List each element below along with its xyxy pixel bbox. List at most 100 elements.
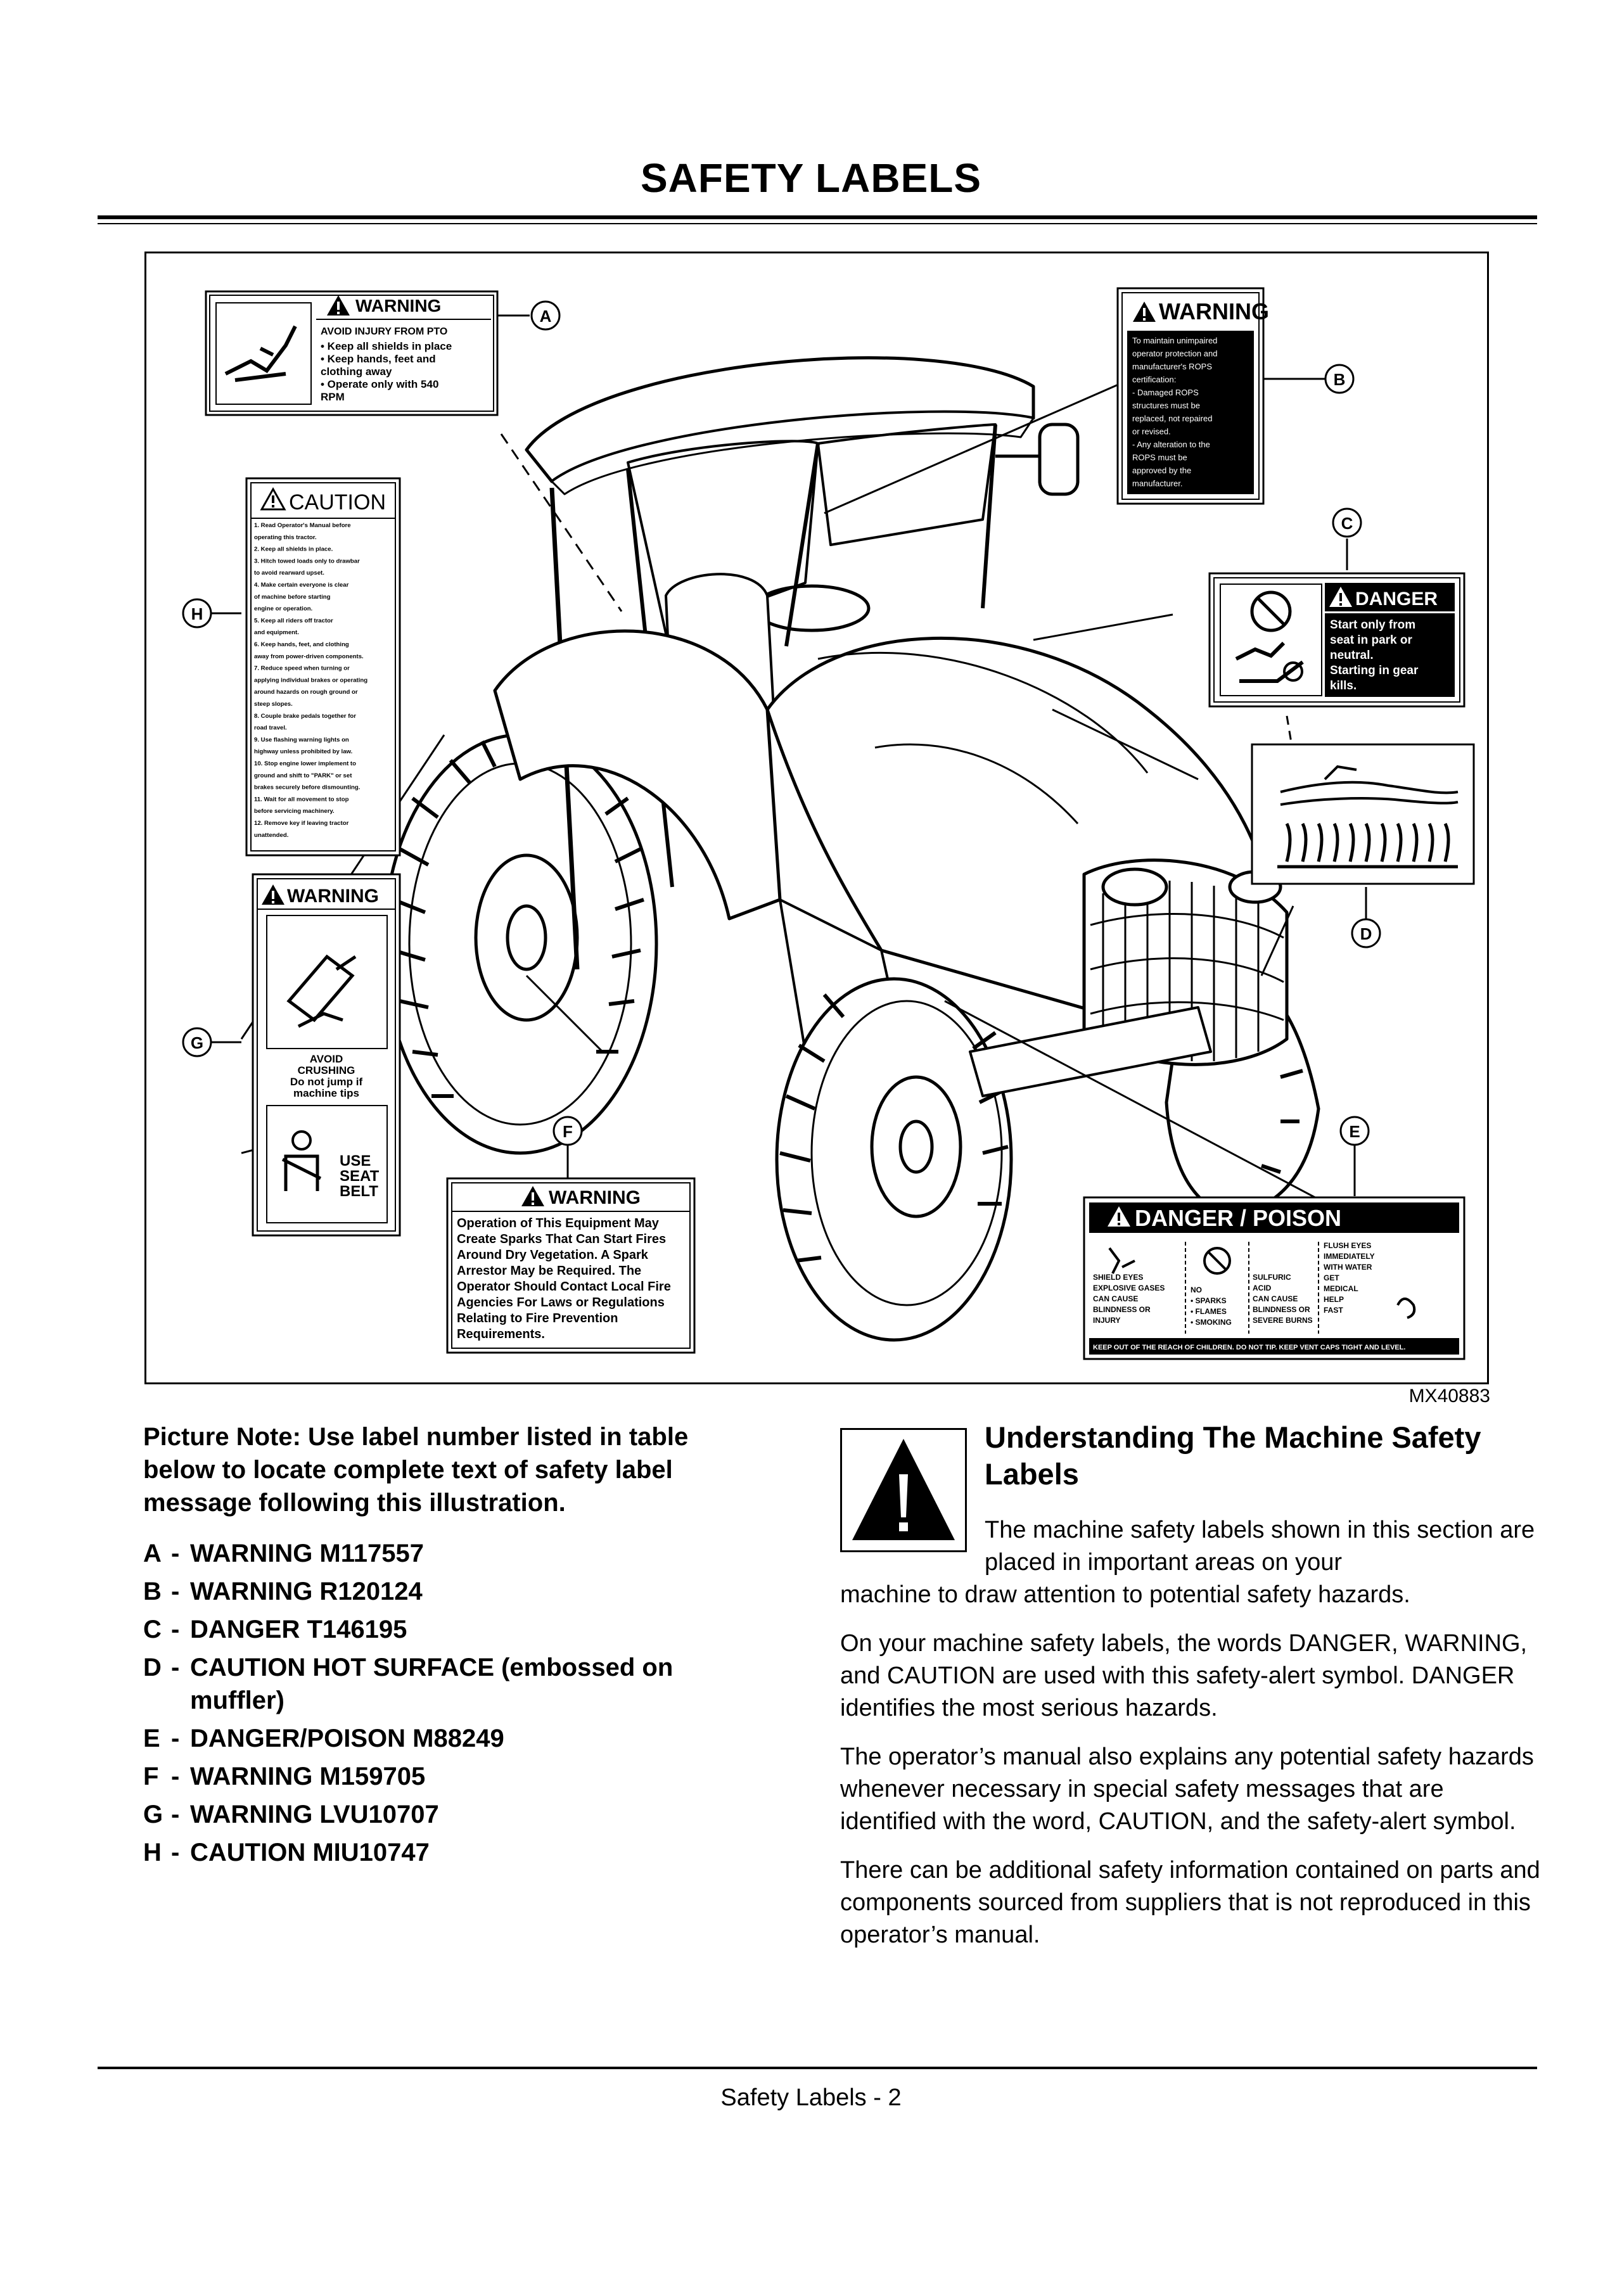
- label-line: to avoid rearward upset.: [254, 570, 324, 577]
- paragraph-1-b: machine to draw attention to potential s…: [840, 1581, 1410, 1608]
- label-line: IMMEDIATELY: [1324, 1252, 1375, 1261]
- label-text: DANGER / POISON: [1135, 1205, 1341, 1231]
- label-line: Around Dry Vegetation. A Spark: [457, 1248, 649, 1262]
- label-line: Requirements.: [457, 1327, 545, 1341]
- footer-rule: [98, 2067, 1537, 2069]
- label-dash: -: [171, 1540, 180, 1567]
- label-line: RPM: [321, 391, 345, 403]
- label-text: KEEP OUT OF THE REACH OF CHILDREN. DO NO…: [1093, 1344, 1405, 1351]
- svg-text:C: C: [1341, 514, 1353, 533]
- label-line: engine or operation.: [254, 606, 312, 613]
- illustration-svg: A B C D E F G: [182, 287, 1475, 1360]
- label-dash: -: [171, 1801, 180, 1828]
- callout-a: A: [498, 300, 561, 331]
- label-text: WARNING: [355, 296, 441, 316]
- label-f: WARNING Operation of This Equipment MayC…: [446, 1177, 696, 1354]
- label-line: ACID: [1253, 1284, 1272, 1292]
- label-list-item: D-CAUTION HOT SURFACE (embossed on muffl…: [143, 1651, 745, 1717]
- label-line: BELT: [340, 1183, 378, 1200]
- tractor-drawing: [382, 356, 1320, 1342]
- label-dash: -: [171, 1616, 180, 1643]
- label-line: operator protection and: [1132, 349, 1217, 359]
- label-line: • Keep all shields in place: [321, 340, 452, 352]
- label-letter: G: [143, 1801, 163, 1828]
- label-line: and equipment.: [254, 629, 299, 636]
- callout-b: B: [1261, 364, 1355, 394]
- label-letter: A: [143, 1540, 162, 1567]
- label-line: EXPLOSIVE GASES: [1093, 1284, 1165, 1292]
- label-text: CAUTION: [289, 490, 386, 514]
- section-body: The machine safety labels shown in this …: [840, 1514, 1543, 1968]
- figure-code: MX40883: [1408, 1386, 1490, 1406]
- label-description: DANGER/POISON M88249: [190, 1725, 504, 1752]
- label-description: CAUTION HOT SURFACE (embossed on muffler…: [190, 1654, 674, 1714]
- svg-text:D: D: [1360, 924, 1372, 943]
- label-line: Start only from: [1330, 618, 1415, 632]
- callout-c: C: [1332, 507, 1362, 570]
- label-line: road travel.: [254, 725, 287, 732]
- label-dash: -: [171, 1578, 180, 1605]
- label-list-item: F-WARNING M159705: [143, 1760, 745, 1793]
- label-list-item: G-WARNING LVU10707: [143, 1798, 745, 1831]
- label-list-item: H-CAUTION MIU10747: [143, 1836, 745, 1869]
- label-line: Starting in gear: [1330, 664, 1419, 677]
- page-footer: Safety Labels - 2: [720, 2084, 902, 2111]
- label-line: highway unless prohibited by law.: [254, 748, 352, 755]
- label-line: 10. Stop engine lower implement to: [254, 760, 356, 767]
- label-line: kills.: [1330, 679, 1357, 692]
- label-line: manufacturer.: [1132, 479, 1183, 488]
- label-letter: C: [143, 1616, 162, 1643]
- tractor-illustration: A B C D E F G: [144, 252, 1489, 1384]
- paragraph-4: There can be additional safety informati…: [840, 1857, 1540, 1948]
- label-line: unattended.: [254, 832, 288, 839]
- svg-text:A: A: [540, 307, 552, 326]
- svg-text:H: H: [191, 604, 203, 623]
- label-d-hot-surface: [1251, 743, 1475, 885]
- label-letter: H: [143, 1839, 162, 1866]
- label-line: • Keep hands, feet and: [321, 353, 436, 365]
- label-list-item: E-DANGER/POISON M88249: [143, 1722, 745, 1755]
- label-line: 9. Use flashing warning lights on: [254, 736, 349, 743]
- label-line: machine tips: [293, 1087, 359, 1099]
- label-description: WARNING M117557: [190, 1540, 425, 1567]
- label-line: BLINDNESS OR: [1093, 1305, 1151, 1314]
- title-rule: [98, 215, 1537, 219]
- label-line: Create Sparks That Can Start Fires: [457, 1232, 666, 1246]
- label-letter: F: [143, 1763, 159, 1790]
- label-line: brakes securely before dismounting.: [254, 784, 360, 791]
- label-line: SULFURIC: [1253, 1273, 1291, 1282]
- label-line: CAN CAUSE: [1093, 1294, 1138, 1303]
- label-line: SEVERE BURNS: [1253, 1316, 1313, 1325]
- label-line: AVOID: [310, 1053, 343, 1065]
- label-list-item: A-WARNING M117557: [143, 1537, 745, 1570]
- label-dash: -: [171, 1725, 180, 1752]
- label-text: WARNING: [1159, 298, 1269, 324]
- label-line: approved by the: [1132, 466, 1191, 475]
- callout-h: H: [182, 598, 241, 628]
- label-line: 6. Keep hands, feet, and clothing: [254, 641, 349, 648]
- picture-note: Picture Note: Use label number listed in…: [143, 1423, 689, 1517]
- label-text: AVOID INJURY FROM PTO: [321, 326, 447, 337]
- paragraph-1-a: The machine safety labels shown in this …: [985, 1517, 1535, 1576]
- paragraph-2: On your machine safety labels, the words…: [840, 1630, 1528, 1721]
- svg-text:G: G: [191, 1033, 203, 1052]
- label-line: 11. Wait for all movement to stop: [254, 796, 349, 803]
- label-text: WARNING: [549, 1187, 641, 1208]
- svg-text:B: B: [1334, 370, 1346, 389]
- label-line: Relating to Fire Prevention: [457, 1311, 618, 1325]
- label-line: structures must be: [1132, 401, 1200, 411]
- label-list-item: C-DANGER T146195: [143, 1613, 745, 1646]
- label-line: 1. Read Operator's Manual before: [254, 522, 351, 529]
- label-line: CAN CAUSE: [1253, 1294, 1298, 1303]
- label-line: 8. Couple brake pedals together for: [254, 713, 356, 720]
- label-line: USE: [340, 1152, 371, 1170]
- label-line: applying individual brakes or operating: [254, 677, 367, 684]
- callout-e: E: [1339, 1116, 1370, 1196]
- label-line: • FLAMES: [1191, 1307, 1227, 1316]
- label-line: Arrestor May be Required. The: [457, 1264, 641, 1278]
- label-line: To maintain unimpaired: [1132, 336, 1217, 345]
- label-line: • SMOKING: [1191, 1318, 1232, 1327]
